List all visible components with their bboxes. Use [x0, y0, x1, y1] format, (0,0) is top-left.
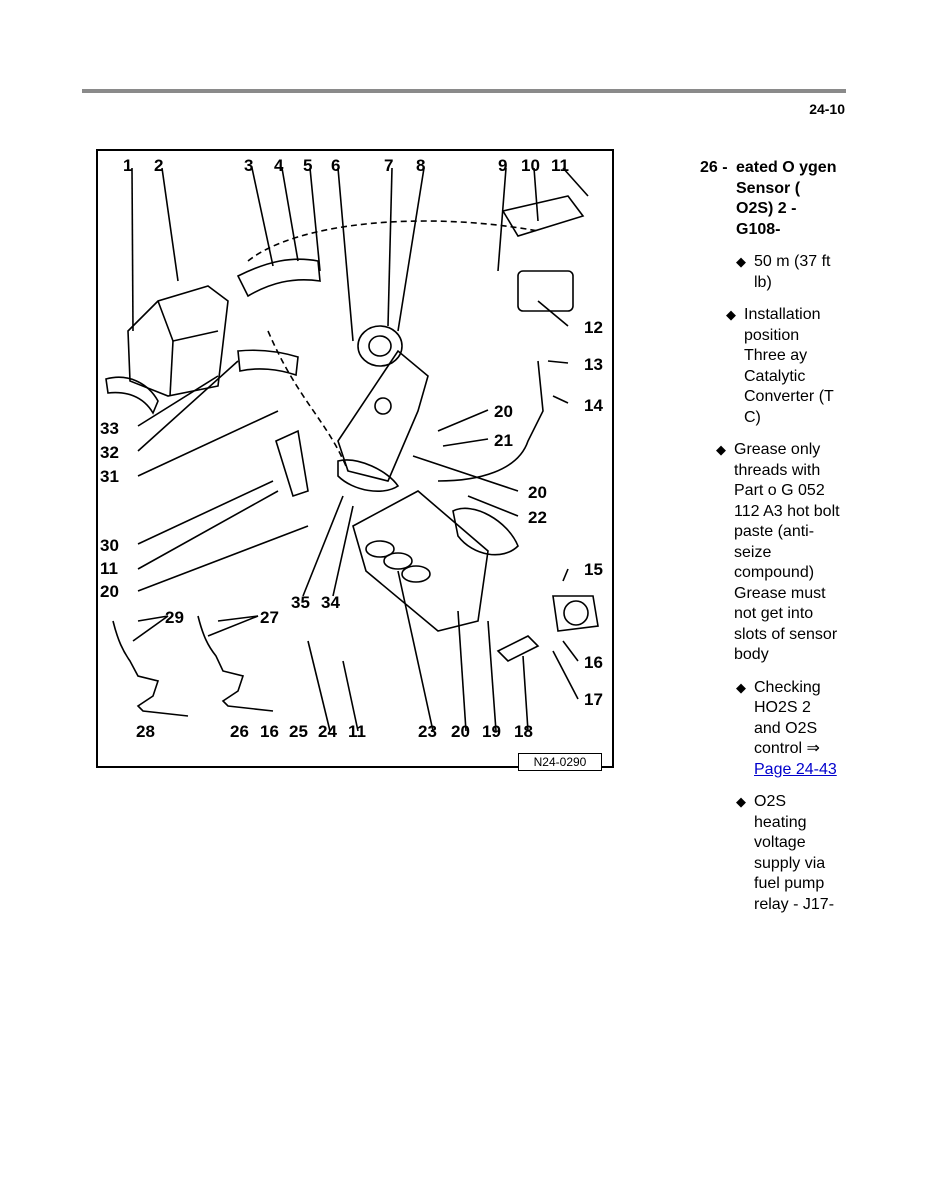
item-description: 26 - eated O ygen Sensor ( O2S) 2 - G108…	[700, 158, 840, 915]
callout-11: 11	[551, 156, 569, 175]
bullet-text: Checking HO2S 2 and O2S control ⇒	[754, 678, 821, 758]
item-number: 26 -	[700, 159, 728, 176]
callout-1: 1	[123, 156, 132, 175]
diamond-icon: ◆	[726, 307, 736, 322]
callout-20c: 20	[100, 582, 119, 601]
bullet-installation: ◆ Installation position Three ay Catalyt…	[700, 305, 840, 428]
callout-31: 31	[100, 467, 119, 486]
diamond-icon: ◆	[736, 254, 746, 269]
exploded-diagram: 1 2 3 4 5 6 7 8 9 10 11 12 13 14 20 21 2…	[96, 149, 614, 771]
item-heading: 26 - eated O ygen Sensor ( O2S) 2 - G108…	[700, 158, 840, 240]
callout-33: 33	[100, 419, 119, 438]
callout-20a: 20	[494, 402, 513, 421]
callout-25: 25	[289, 722, 308, 741]
callout-16a: 16	[584, 653, 603, 672]
bullet-text: O2S heating voltage supply via fuel pump…	[754, 793, 835, 913]
callout-22: 22	[528, 508, 547, 527]
bullet-checking: ◆ Checking HO2S 2 and O2S control ⇒ Page…	[700, 678, 840, 781]
callout-13: 13	[584, 355, 603, 374]
callout-26: 26	[230, 722, 249, 741]
callout-labels: 1 2 3 4 5 6 7 8 9 10 11 12 13 14 20 21 2…	[100, 156, 603, 741]
callout-4: 4	[274, 156, 284, 175]
item-title: eated O ygen Sensor ( O2S) 2 - G108-	[736, 159, 837, 238]
callout-16b: 16	[260, 722, 279, 741]
callout-18: 18	[514, 722, 533, 741]
callout-7: 7	[384, 156, 393, 175]
bullet-text: 50 m (37 ft lb)	[754, 253, 831, 291]
callout-12: 12	[584, 318, 603, 337]
callout-34: 34	[321, 593, 340, 612]
callout-9: 9	[498, 156, 507, 175]
callout-24: 24	[318, 722, 337, 741]
bullet-grease: ◆ Grease only threads with Part o G 052 …	[700, 440, 840, 666]
callout-10: 10	[521, 156, 540, 175]
callout-17: 17	[584, 690, 603, 709]
charcoal-canister	[517, 270, 574, 312]
callout-21: 21	[494, 431, 513, 450]
callout-20d: 20	[451, 722, 470, 741]
diamond-icon: ◆	[716, 442, 726, 457]
callout-27: 27	[260, 608, 279, 627]
callout-8: 8	[416, 156, 425, 175]
upper-manifold	[337, 349, 429, 482]
callout-35: 35	[291, 593, 310, 612]
callout-6: 6	[331, 156, 340, 175]
callout-28: 28	[136, 722, 155, 741]
callout-5: 5	[303, 156, 312, 175]
callout-20b: 20	[528, 483, 547, 502]
page-number: 24-10	[809, 101, 845, 117]
intake-hose	[236, 258, 321, 298]
callout-23: 23	[418, 722, 437, 741]
bullet-heating-voltage: ◆ O2S heating voltage supply via fuel pu…	[700, 792, 840, 915]
callout-3: 3	[244, 156, 253, 175]
callout-30: 30	[100, 536, 119, 555]
callout-19: 19	[482, 722, 501, 741]
page-link[interactable]: Page 24-43	[754, 760, 837, 778]
figure-id: N24-0290	[518, 753, 602, 771]
bullet-text: Installation position Three ay Catalytic…	[744, 306, 834, 426]
throttle-body	[357, 325, 403, 367]
callout-32: 32	[100, 443, 119, 462]
bullet-torque: ◆ 50 m (37 ft lb)	[700, 252, 840, 293]
lower-manifold	[352, 490, 489, 632]
callout-14: 14	[584, 396, 603, 415]
bullet-text: Grease only threads with Part o G 052 11…	[734, 441, 840, 663]
air-filter-housing	[127, 285, 229, 397]
callout-11c: 11	[348, 722, 366, 741]
diagram-drawing: 1 2 3 4 5 6 7 8 9 10 11 12 13 14 20 21 2…	[100, 156, 603, 741]
callout-11b: 11	[100, 559, 118, 578]
header-rule	[82, 89, 846, 93]
callout-29: 29	[165, 608, 184, 627]
diamond-icon: ◆	[736, 679, 746, 695]
callout-2: 2	[154, 156, 163, 175]
callout-15: 15	[584, 560, 603, 579]
diamond-icon: ◆	[736, 794, 746, 809]
